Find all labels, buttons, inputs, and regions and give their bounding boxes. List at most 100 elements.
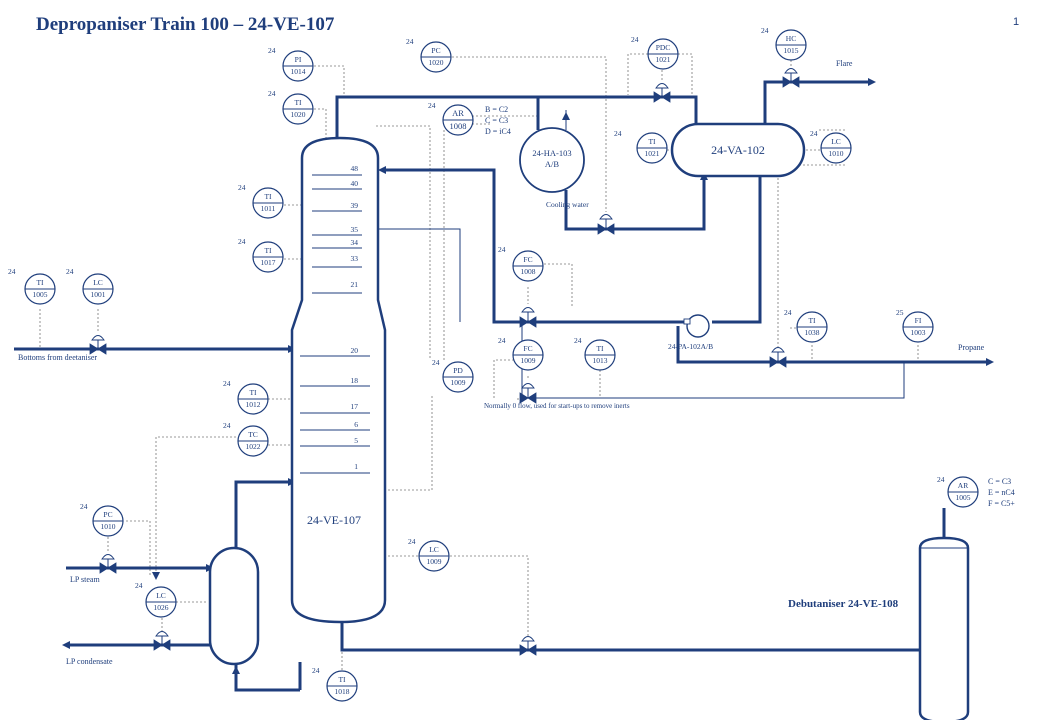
instrument-ar1005[interactable]: 24 AR 1005: [937, 475, 979, 508]
tray-label: 33: [351, 254, 359, 263]
instrument-type: TI: [249, 388, 257, 397]
instrument-area: 24: [574, 336, 582, 345]
instrument-pdc1021[interactable]: 24 PDC 1021: [631, 35, 679, 70]
valve-lc1001[interactable]: [89, 335, 107, 355]
instrument-type: LC: [429, 545, 439, 554]
tray-label: 17: [351, 402, 359, 411]
control-valves[interactable]: [89, 68, 800, 656]
instrument-type: TI: [596, 344, 604, 353]
instrument-area: 24: [135, 581, 143, 590]
instrument-fc1009[interactable]: 24 FC 1009: [498, 336, 544, 371]
tray-label: 18: [351, 376, 359, 385]
instrument-pc1020[interactable]: 24 PC 1020: [406, 37, 452, 73]
column-24-ve-107[interactable]: 24-VE-107: [290, 136, 387, 624]
tray-label: 39: [351, 201, 359, 210]
instrument-type: TI: [264, 192, 272, 201]
instrument-area: 24: [312, 666, 320, 675]
instrument-number: 1009: [451, 378, 466, 387]
instrument-area: 24: [66, 267, 74, 276]
tray-label: 48: [351, 164, 359, 173]
reflux-drum-label: 24-VA-102: [711, 143, 765, 157]
instrument-type: PC: [431, 46, 440, 55]
pump-24-pa-102[interactable]: [683, 314, 710, 338]
instrument-ti1005[interactable]: 24 TI 1005: [8, 267, 56, 305]
instrument-number: 1003: [911, 328, 926, 337]
valve-hc1015[interactable]: [782, 68, 800, 88]
instrument-ti1011[interactable]: 24 TI 1011: [238, 183, 284, 219]
instrument-type: AR: [452, 108, 464, 118]
instrument-lc1026[interactable]: 24 LC 1026: [135, 581, 177, 618]
instrument-area: 24: [408, 537, 416, 546]
instrument-number: 1014: [291, 67, 306, 76]
cascade-arrow-icon: [152, 572, 160, 580]
instrument-fc1008[interactable]: 24 FC 1008: [498, 245, 544, 282]
instrument-type: TI: [36, 278, 44, 287]
instrument-area: 24: [937, 475, 945, 484]
debutaniser-24-ve-108[interactable]: [918, 536, 970, 720]
instrument-pi1014[interactable]: 24 PI 1014: [268, 46, 314, 82]
instrument-area: 24: [268, 89, 276, 98]
instrument-lc1009[interactable]: 24 LC 1009: [408, 537, 450, 572]
instrument-type: HC: [786, 34, 796, 43]
instrument-tc1022[interactable]: 24 TC 1022: [223, 421, 269, 457]
instrument-ti1013[interactable]: 24 TI 1013: [574, 336, 616, 371]
instrument-area: 24: [631, 35, 639, 44]
ar1005-components: C = C3 E = nC4 F = C5+: [988, 477, 1015, 508]
instrument-pd1009[interactable]: 24 PD 1009: [432, 358, 474, 393]
instrument-area: 24: [810, 129, 818, 138]
instrument-area: 25: [896, 308, 904, 317]
instrument-area: 24: [614, 129, 622, 138]
instrument-type: TC: [248, 430, 258, 439]
column-label: 24-VE-107: [307, 513, 361, 527]
instrument-number: 1011: [261, 204, 276, 213]
instrument-area: 24: [761, 26, 769, 35]
page-title: Depropaniser Train 100 – 24-VE-107: [36, 14, 335, 35]
instrument-ar1008[interactable]: 24 AR 1008: [428, 101, 474, 136]
ar1008-component: C = C3: [485, 116, 508, 125]
page-number: 1: [1013, 16, 1019, 28]
valve-pc1020[interactable]: [597, 214, 615, 235]
signal-lines: [39, 53, 945, 670]
reflux-drum-24-va-102[interactable]: 24-VA-102: [670, 122, 806, 178]
instrument-type: PD: [453, 366, 463, 375]
valve-pc1010[interactable]: [99, 554, 117, 574]
instrument-ti1038[interactable]: 24 TI 1038: [784, 308, 828, 343]
instrument-number: 1021: [645, 149, 660, 158]
valve-fc1009[interactable]: [519, 383, 537, 404]
instrument-number: 1010: [829, 149, 844, 158]
instrument-area: 24: [223, 379, 231, 388]
tray-label: 34: [351, 238, 359, 247]
valve-fc1008[interactable]: [519, 307, 537, 328]
instrument-area: 24: [223, 421, 231, 430]
instrument-type: TI: [648, 137, 656, 146]
valve-lc1026[interactable]: [153, 631, 171, 651]
instrument-ti1021[interactable]: 24 TI 1021: [614, 129, 668, 164]
instrument-hc1015[interactable]: 24 HC 1015: [761, 26, 807, 61]
valve-lc1010[interactable]: [769, 347, 787, 368]
reboiler[interactable]: [208, 546, 260, 666]
instrument-pc1010[interactable]: 24 PC 1010: [80, 502, 124, 537]
instrument-lc1001[interactable]: 24 LC 1001: [66, 267, 114, 305]
instrument-number: 1021: [656, 55, 671, 64]
instrument-number: 1005: [956, 493, 971, 502]
tray-label: 40: [351, 179, 359, 188]
tray-label: 1: [354, 462, 358, 471]
instrument-type: TI: [294, 98, 302, 107]
condenser-24-ha-103[interactable]: 24-HA-103 A/B: [519, 127, 585, 193]
instrument-ti1017[interactable]: 24 TI 1017: [238, 237, 284, 273]
instrument-number: 1038: [805, 328, 820, 337]
instrument-fi1003[interactable]: 25 FI 1003: [896, 308, 934, 343]
valve-lc1009[interactable]: [519, 636, 537, 656]
tray-label: 35: [351, 225, 359, 234]
instrument-type: TI: [338, 675, 346, 684]
pump-label: 24-PA-102A/B: [668, 342, 713, 351]
instrument-ti1012[interactable]: 24 TI 1012: [223, 379, 269, 415]
ar1005-component: C = C3: [988, 477, 1011, 486]
instrument-ti1018[interactable]: 24 TI 1018: [312, 666, 358, 702]
instrument-number: 1026: [154, 603, 169, 612]
cooling-water-label: Cooling water: [546, 200, 589, 209]
valve-pdc1021[interactable]: [653, 83, 671, 103]
instrument-lc1010[interactable]: 24 LC 1010: [810, 129, 852, 164]
instrument-ti1020[interactable]: 24 TI 1020: [268, 89, 314, 125]
